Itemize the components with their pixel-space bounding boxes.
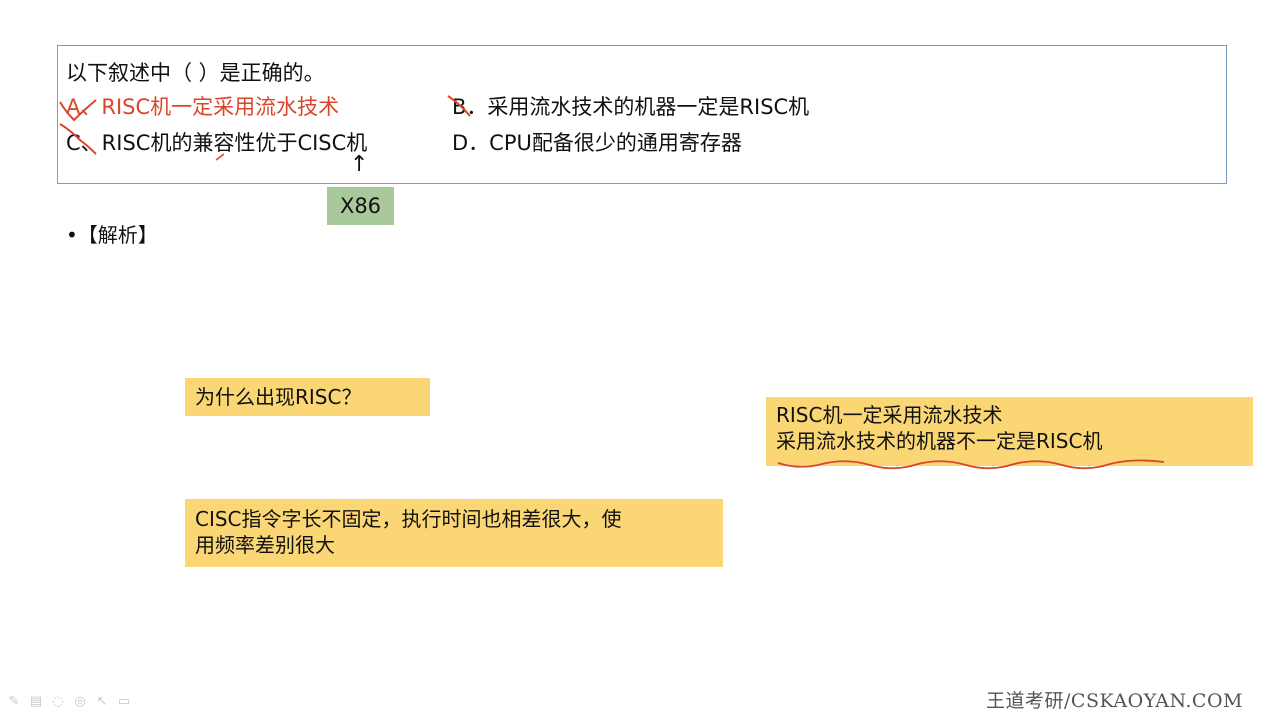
note-cisc: CISC指令字长不固定，执行时间也相差很大，使 用频率差别很大 [185, 499, 723, 567]
pointer-icon[interactable]: ↖ [96, 694, 108, 709]
pen-icon[interactable]: ✎ [8, 694, 20, 709]
option-a: A、RISC机一定采用流水技术 [66, 95, 340, 119]
note-risc-line1: RISC机一定采用流水技术 [776, 403, 1003, 427]
screen-icon[interactable]: ▭ [117, 694, 131, 709]
analysis-heading: •【解析】 [66, 223, 158, 247]
note-why-risc: 为什么出现RISC？ [185, 378, 430, 416]
note-risc: RISC机一定采用流水技术 采用流水技术的机器不一定是RISC机 [766, 397, 1253, 466]
x86-callout: X86 [327, 187, 394, 225]
highlighter-icon[interactable]: ▤ [29, 694, 43, 709]
question-box [57, 45, 1227, 184]
option-b: B．采用流水技术的机器一定是RISC机 [452, 95, 810, 119]
note-risc-line2: 采用流水技术的机器不一定是RISC机 [776, 429, 1103, 453]
note-cisc-line1: CISC指令字长不固定，执行时间也相差很大，使 [195, 507, 622, 531]
option-c: C、RISC机的兼容性优于CISC机 [66, 131, 368, 155]
option-d: D．CPU配备很少的通用寄存器 [452, 131, 742, 155]
presentation-toolbar: ✎ ▤ ◌ ◎ ↖ ▭ [6, 694, 132, 714]
question-stem: 以下叙述中（ ）是正确的。 [66, 61, 325, 85]
watermark: 王道考研/CSKAOYAN.COM [986, 690, 1243, 712]
eraser-icon[interactable]: ◌ [52, 694, 64, 709]
note-why-risc-text: 为什么出现RISC？ [195, 385, 362, 409]
note-cisc-line2: 用频率差别很大 [195, 533, 335, 557]
laser-icon[interactable]: ◎ [74, 694, 86, 709]
callout-arrow: ↑ [350, 152, 369, 177]
